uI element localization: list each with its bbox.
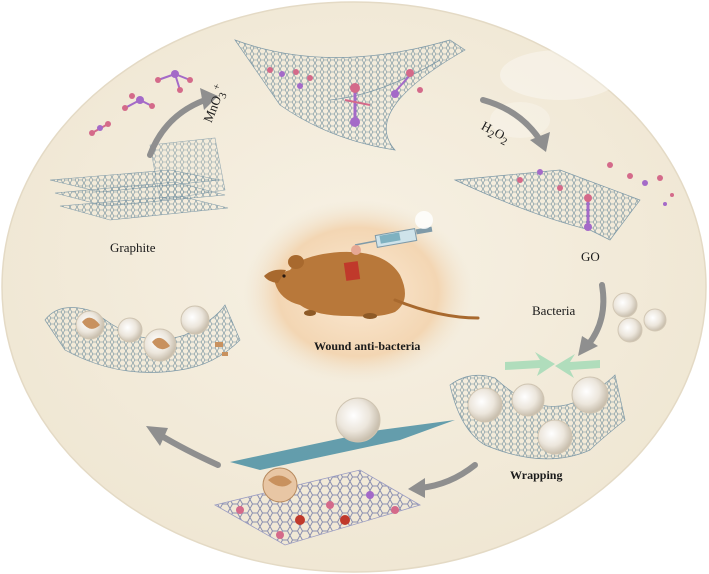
cycle-arrow-icon — [146, 426, 221, 468]
cycle-arrow-icon — [578, 282, 607, 356]
graphite-label: Graphite — [110, 240, 156, 255]
teal-blade — [230, 420, 455, 470]
bacteria-icon — [262, 397, 381, 503]
molecule-icon — [267, 67, 423, 127]
go-label: GO — [581, 249, 600, 264]
syringe-icon — [351, 211, 433, 255]
cycle-arrow-icon — [147, 88, 218, 158]
molecule-icon — [89, 70, 193, 136]
graphite-sheets — [49, 137, 229, 221]
graphene-lattice — [213, 469, 422, 546]
center-label: Wound anti-bacteria — [314, 339, 421, 353]
bacteria-icon — [612, 292, 667, 343]
graphene-sheet-icon — [234, 39, 466, 151]
bacteria-label: Bacteria — [532, 303, 576, 318]
wrapping-label: Wrapping — [510, 468, 563, 482]
graphene-sheet-icon — [453, 169, 641, 241]
bacteria-icon — [75, 305, 228, 362]
cycle-arrow-icon — [480, 97, 550, 152]
green-arrow-icon — [505, 352, 600, 378]
cycle-arrow-icon — [408, 462, 478, 498]
bacteria-icon — [467, 376, 609, 455]
mouse-icon — [264, 251, 480, 320]
molecule-icon — [517, 162, 674, 231]
